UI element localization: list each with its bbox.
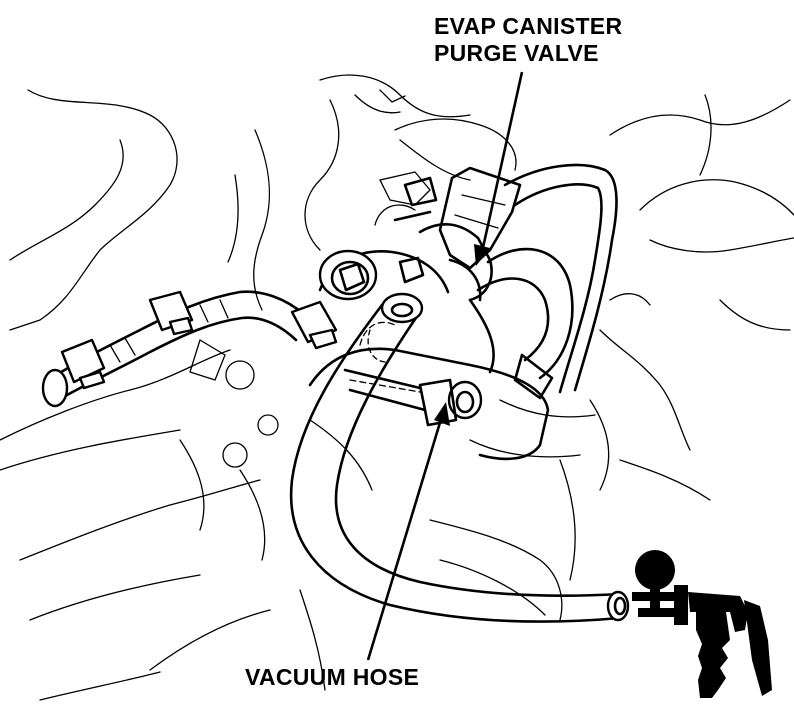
engine-background [0,74,794,701]
hand-vacuum-pump-icon [632,550,772,698]
vacuum-hose-label: VACUUM HOSE [245,664,420,690]
purge-valve-leader [480,71,524,253]
purge-valve-label: EVAP CANISTER PURGE VALVE [434,13,622,67]
purge-valve-assembly [308,163,618,461]
vacuum-hose-leader [366,415,444,661]
left-hose [41,290,338,408]
callout-arrows [366,71,524,661]
purge-valve-arrowhead [474,244,490,266]
vacuum-hose-arrowhead [434,402,450,426]
purge-valve-label-line-1: EVAP CANISTER [434,13,623,39]
vacuum-hose [289,292,630,623]
purge-valve-label-line-2: PURGE VALVE [434,40,599,66]
